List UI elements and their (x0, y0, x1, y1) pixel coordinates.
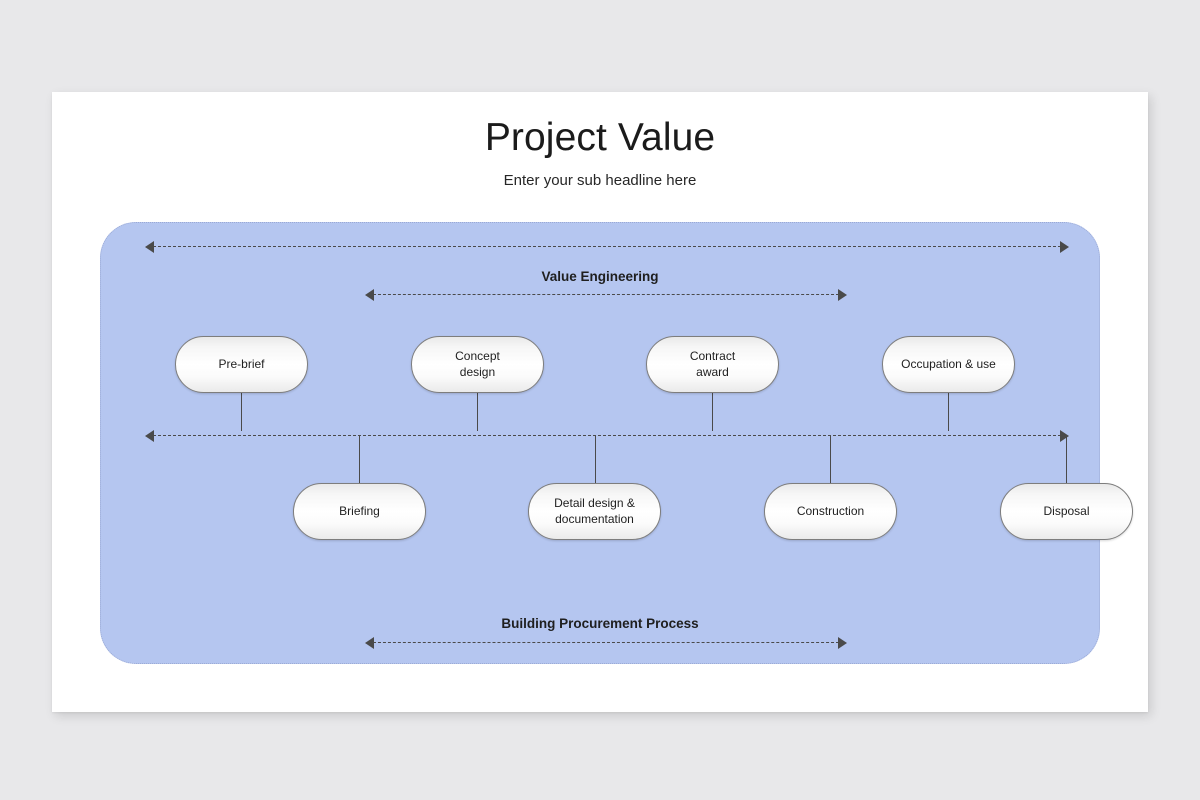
node-label: Pre-brief (218, 356, 265, 371)
node-label: Construction (796, 503, 865, 518)
node-detail-design-documentation[interactable]: Detail design &documentation (528, 483, 661, 540)
node-pre-brief[interactable]: Pre-brief (175, 336, 308, 393)
span-arrow-value-engineering (365, 289, 847, 301)
arrow-head-left-icon (365, 289, 374, 301)
band-label-value-engineering: Value Engineering (541, 269, 659, 284)
page-subtitle: Enter your sub headline here (503, 172, 697, 189)
arrow-head-right-icon (1060, 241, 1069, 253)
arrow-shaft (373, 642, 839, 643)
node-label: Briefing (339, 503, 380, 518)
node-disposal[interactable]: Disposal (1000, 483, 1133, 540)
arrow-head-right-icon (838, 637, 847, 649)
diagram-panel[interactable]: Value Engineering (100, 222, 1133, 664)
connector-disposal (1066, 436, 1067, 484)
node-construction[interactable]: Construction (764, 483, 897, 540)
slide-sheet: Project Value Enter your sub headline he… (52, 92, 1148, 712)
connector-construction (830, 436, 831, 484)
connector-concept-design (477, 393, 478, 431)
band-label-building-procurement: Building Procurement Process (501, 616, 699, 631)
arrow-shaft (153, 246, 1061, 247)
arrow-head-right-icon (1060, 430, 1069, 442)
connector-pre-brief (241, 393, 242, 431)
node-briefing[interactable]: Briefing (293, 483, 426, 540)
arrow-head-left-icon (145, 241, 154, 253)
arrow-head-left-icon (365, 637, 374, 649)
connector-briefing (359, 436, 360, 484)
page-title: Project Value (484, 116, 716, 159)
node-occupation-use[interactable]: Occupation & use (882, 336, 1015, 393)
timeline-arrow (145, 430, 1069, 442)
node-label: Disposal (1043, 503, 1090, 518)
arrow-head-left-icon (145, 430, 154, 442)
connector-contract-award (712, 393, 713, 431)
connector-occupation-use (948, 393, 949, 431)
node-label: Detail design &documentation (554, 496, 635, 526)
node-label: Occupation & use (901, 356, 996, 371)
arrow-head-right-icon (838, 289, 847, 301)
arrow-shaft (153, 435, 1061, 436)
arrow-shaft (373, 294, 839, 295)
span-arrow-building-procurement (365, 637, 847, 649)
span-arrow-full (145, 241, 1069, 253)
connector-detail-design (595, 436, 596, 484)
